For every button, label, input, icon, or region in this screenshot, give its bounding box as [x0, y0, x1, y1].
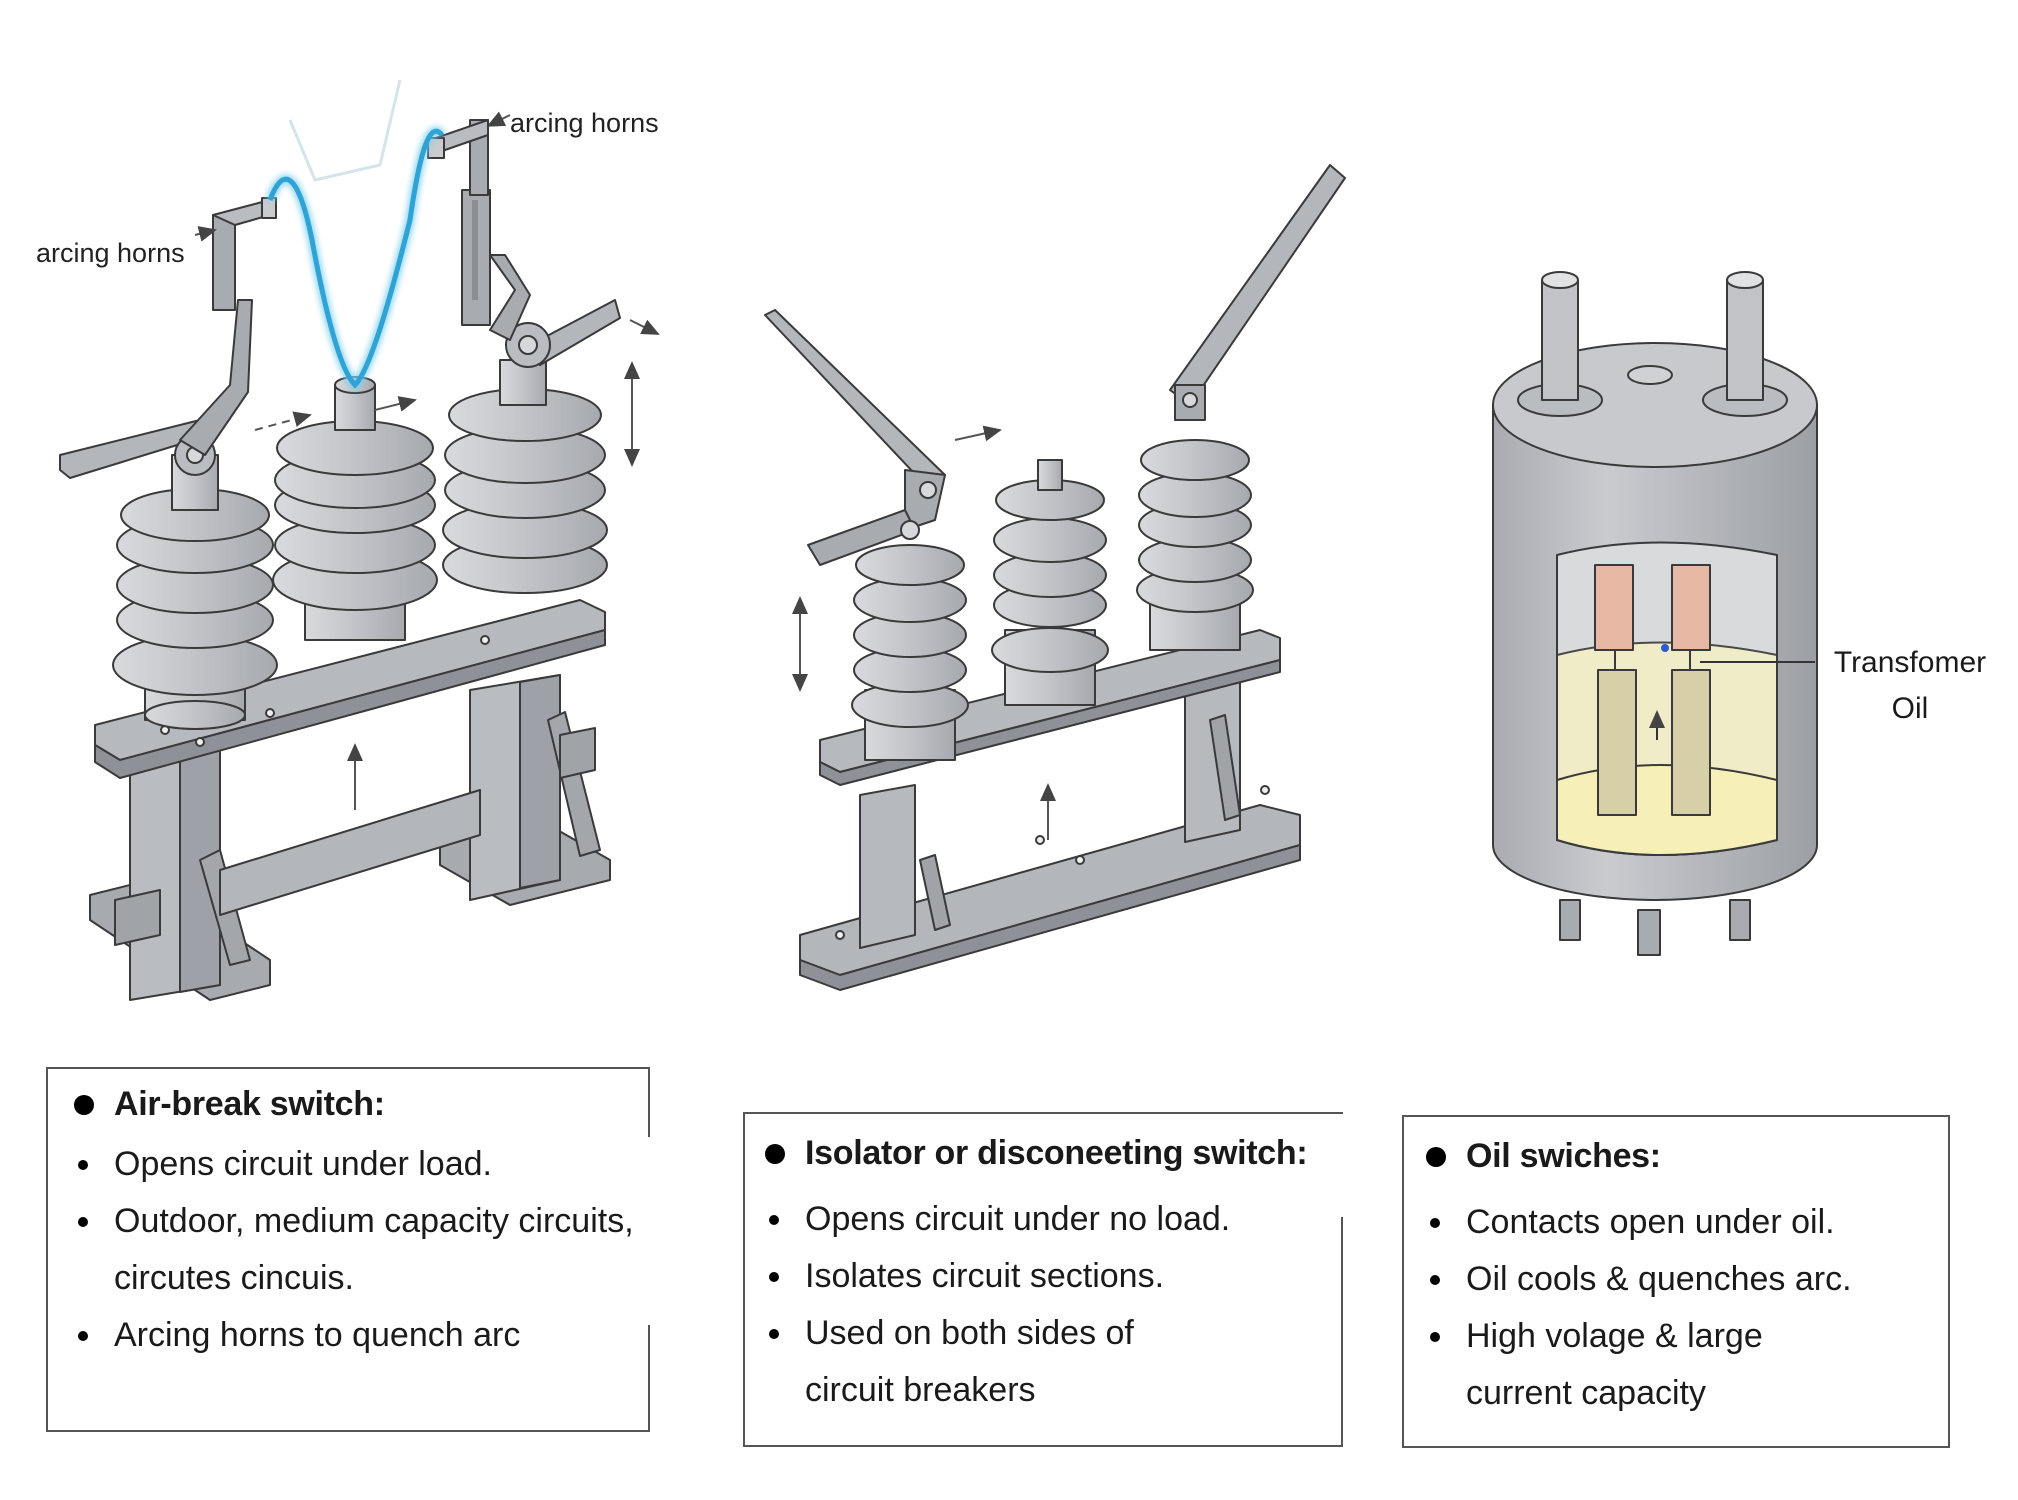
transformer-oil-label-line1: Transfomer — [1833, 646, 1987, 679]
list-item: Opens circuit under load. — [74, 1136, 710, 1193]
panel-content: Air-break switch: Opens circuit under lo… — [74, 1085, 710, 1364]
panel-heading: Air-break switch: — [74, 1085, 710, 1124]
bullet-icon — [78, 1160, 88, 1170]
panel-isolator-switch: Isolator or disconeeting switch: Opens c… — [743, 1112, 1343, 1447]
oil-switch-drawing — [1492, 271, 1818, 956]
arcing-horns-callout-right: arcing horns — [510, 108, 659, 138]
bullet-icon — [1426, 1146, 1446, 1167]
list-item: Outdoor, medium capacity circuits, circu… — [74, 1193, 710, 1307]
bullet-icon — [78, 1331, 88, 1341]
transformer-oil-label-line2: Oil — [1891, 692, 1929, 725]
transformer-oil-label: Transfomer Oil — [1815, 640, 2005, 732]
electric-arc — [265, 79, 446, 393]
arcing-horns-callout-left: arcing horns — [36, 238, 185, 268]
list-item: Contacts open under oil. — [1426, 1194, 1938, 1251]
bullet-icon — [769, 1329, 779, 1339]
bullet-icon — [1430, 1332, 1440, 1342]
bullet-icon — [769, 1272, 779, 1282]
list-item: Arcing horns to quench arc — [74, 1307, 710, 1364]
bullet-icon — [769, 1215, 779, 1225]
panel-content: Oil swiches: Contacts open under oil. Oi… — [1426, 1137, 1938, 1422]
isolator-switch-drawing — [764, 164, 1346, 991]
bullet-icon — [78, 1217, 88, 1227]
list-item: High volage & large current capacity — [1426, 1308, 1938, 1422]
list-item: Oil cools & quenches arc. — [1426, 1251, 1938, 1308]
bullet-icon — [765, 1143, 785, 1164]
air-break-switch-drawing — [59, 119, 621, 1001]
panel-heading: Isolator or disconeeting switch: — [765, 1134, 1333, 1173]
list-item: Isolates circuit sections. — [765, 1248, 1333, 1305]
list-item: Opens circuit under no load. — [765, 1191, 1333, 1248]
panel-air-break-switch: Air-break switch: Opens circuit under lo… — [46, 1067, 650, 1432]
panel-content: Isolator or disconeeting switch: Opens c… — [765, 1134, 1333, 1419]
bullet-icon — [1430, 1275, 1440, 1285]
panel-heading: Oil swiches: — [1426, 1137, 1938, 1176]
panel-oil-switches: Oil swiches: Contacts open under oil. Oi… — [1402, 1115, 1950, 1448]
list-item: Used on both sides of circuit breakers — [765, 1305, 1333, 1419]
bullet-icon — [74, 1094, 94, 1115]
bullet-icon — [1430, 1218, 1440, 1228]
switches-illustration — [59, 79, 1818, 1001]
